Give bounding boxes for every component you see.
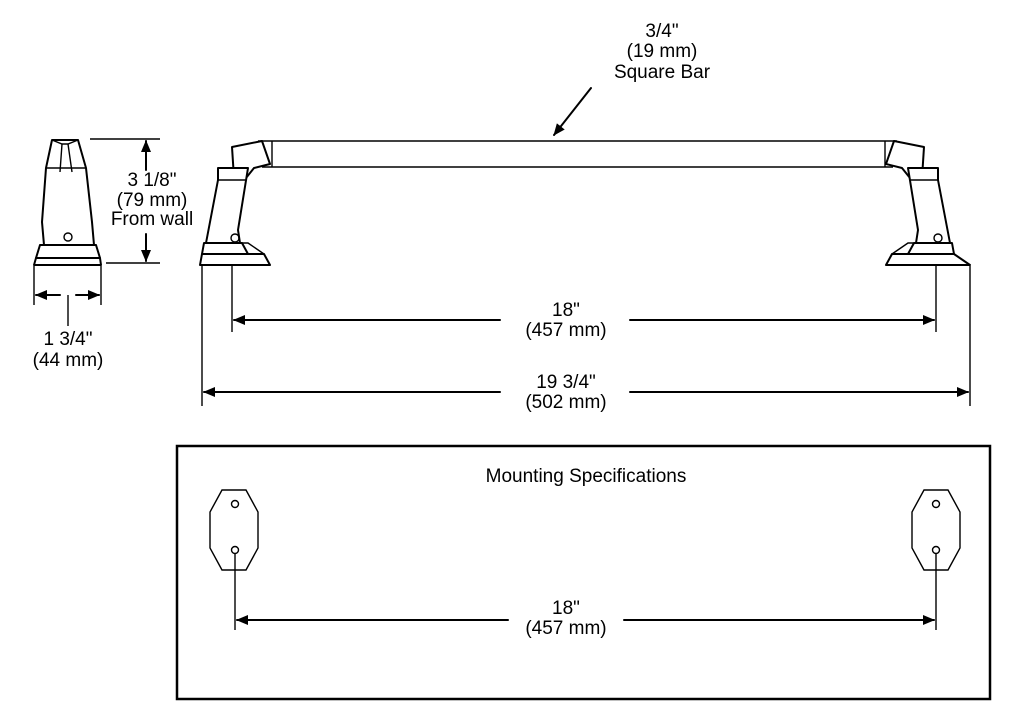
left-mounting-hole-bottom [230, 545, 240, 555]
overall-length-label-line1: 19 3/4" [536, 372, 596, 393]
post-width-dimension: 1 3/4" (44 mm) [33, 266, 104, 371]
mounting-specifications-panel: Mounting Specifications 18" (457 mm) [175, 444, 992, 701]
projection-label-line2: (79 mm) [117, 190, 188, 211]
right-mounting-plate [911, 489, 961, 571]
projection-label-line3: From wall [111, 209, 193, 230]
post-width-label-line1: 1 3/4" [43, 329, 92, 350]
bar-size-callout: 3/4" (19 mm) Square Bar [553, 21, 711, 136]
projection-label-line1: 3 1/8" [127, 170, 176, 191]
left-post-set-screw [230, 233, 240, 243]
bar-size-label-line3: Square Bar [614, 62, 711, 83]
bar-size-label-line1: 3/4" [645, 21, 678, 42]
overall-length-dimension: 19 3/4" (502 mm) [201, 266, 971, 413]
mounting-title: Mounting Specifications [486, 466, 687, 487]
right-mounting-hole-top [931, 499, 941, 509]
projection-dimension: 3 1/8" (79 mm) From wall [90, 138, 193, 264]
right-mounting-hole-bottom [931, 545, 941, 555]
bar-size-label-line2: (19 mm) [627, 41, 698, 62]
towel-bar-front-view [199, 140, 971, 266]
center-to-center-label-line2: (457 mm) [525, 320, 606, 341]
overall-length-label-line2: (502 mm) [525, 392, 606, 413]
mounting-spacing-label-line1: 18" [552, 598, 580, 619]
mounting-spacing-label-line2: (457 mm) [525, 618, 606, 639]
side-view-post [33, 139, 102, 266]
right-post-set-screw [933, 233, 943, 243]
left-mounting-plate [209, 489, 259, 571]
mounting-panel-border [175, 444, 992, 701]
post-width-label-line2: (44 mm) [33, 350, 104, 371]
center-to-center-label-line1: 18" [552, 300, 580, 321]
left-mounting-hole-top [230, 499, 240, 509]
center-to-center-dimension: 18" (457 mm) [231, 266, 937, 341]
side-view-set-screw [63, 232, 73, 242]
